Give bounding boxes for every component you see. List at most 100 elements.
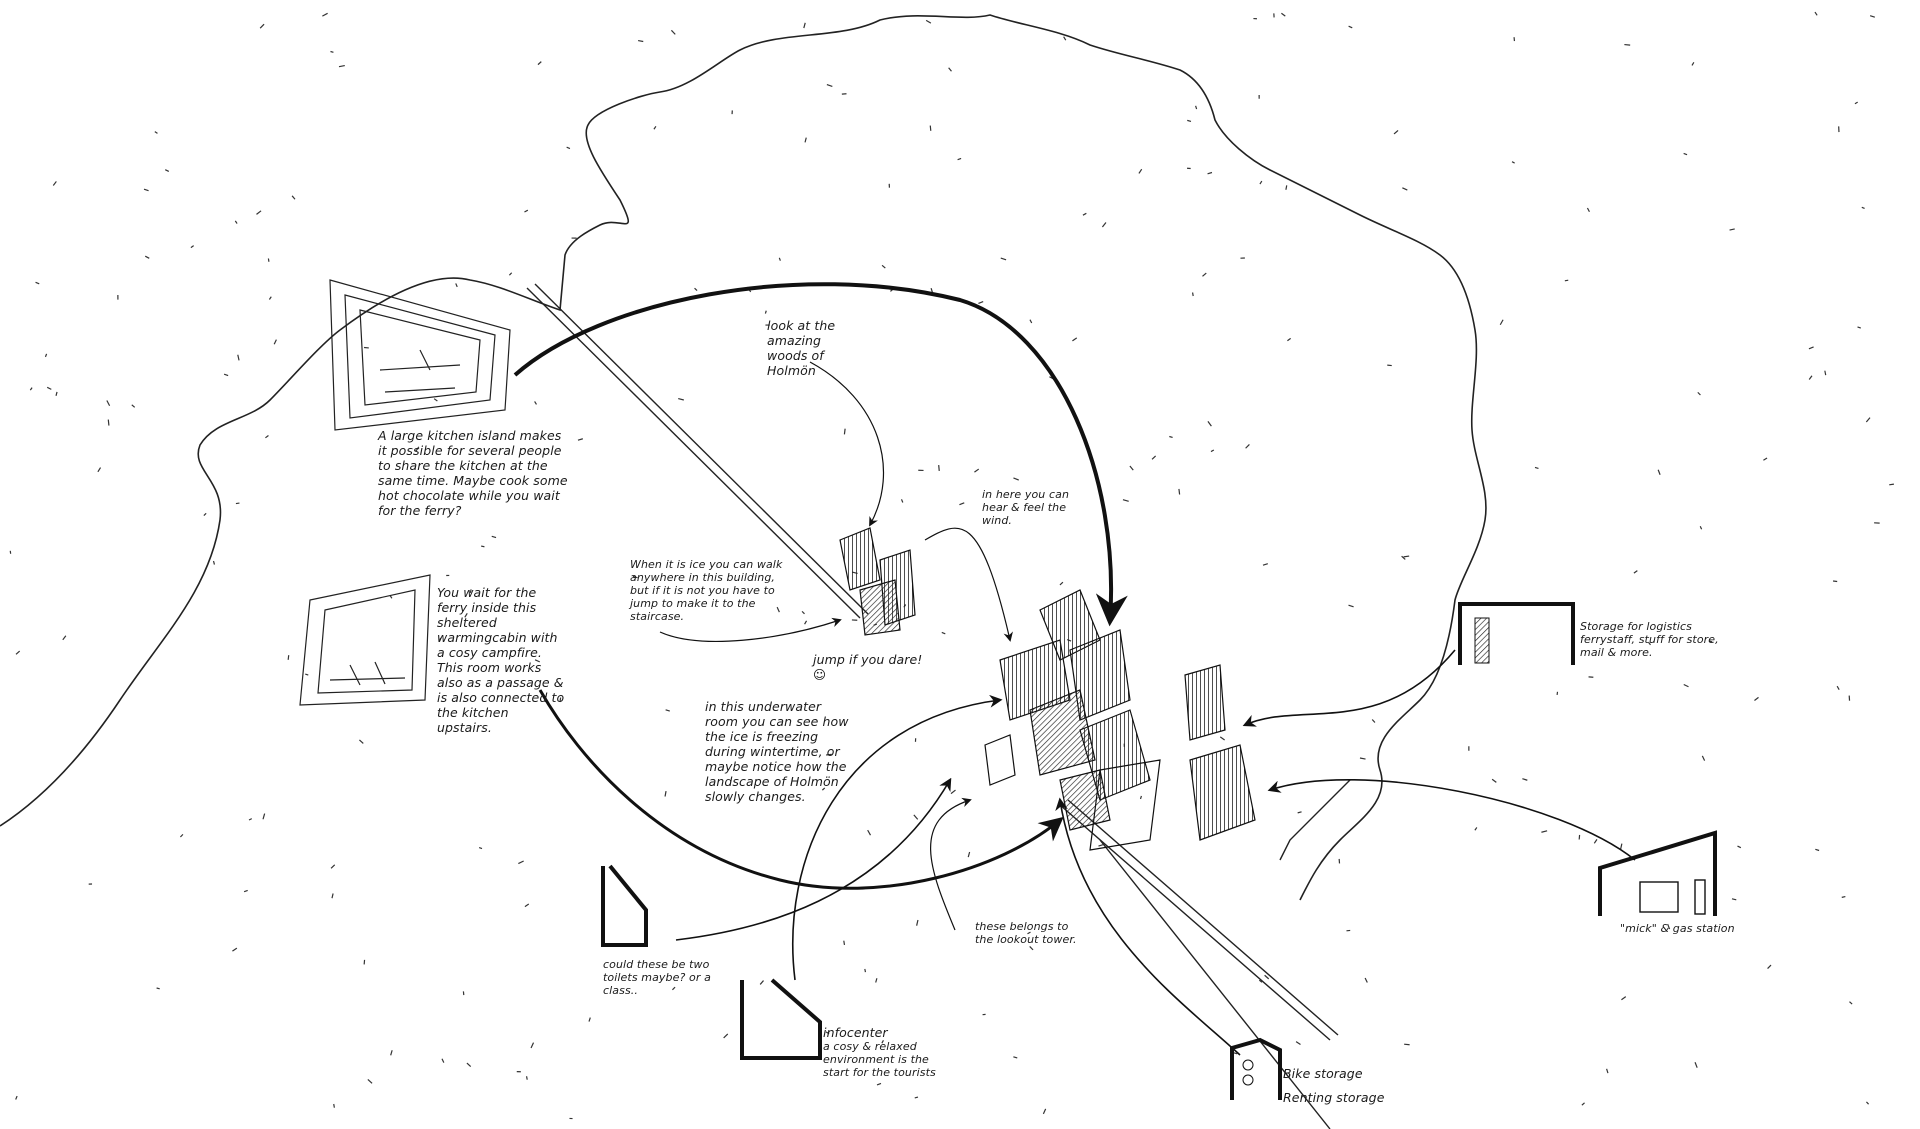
speckle bbox=[44, 353, 48, 358]
speckle bbox=[530, 1042, 535, 1049]
speckle bbox=[1861, 206, 1865, 209]
island-inner-edge bbox=[1279, 779, 1351, 861]
speckle bbox=[234, 220, 238, 224]
speckle bbox=[1187, 119, 1192, 123]
speckle bbox=[653, 125, 657, 130]
speckle bbox=[131, 404, 136, 408]
speckle bbox=[144, 255, 150, 259]
speckle bbox=[876, 1082, 882, 1086]
renting-storage-label: Renting storage bbox=[1283, 1090, 1385, 1105]
speckle bbox=[464, 613, 468, 618]
speckle bbox=[330, 50, 334, 53]
speckle bbox=[778, 257, 781, 261]
bike-storage-label: Bike storage bbox=[1283, 1066, 1363, 1081]
speckle bbox=[1072, 337, 1078, 342]
speckle bbox=[243, 889, 248, 893]
speckle bbox=[1264, 974, 1270, 980]
speckle bbox=[1013, 477, 1019, 481]
speckle bbox=[1849, 1001, 1853, 1005]
speckle bbox=[331, 893, 334, 899]
speckle bbox=[559, 697, 562, 703]
speckle bbox=[1210, 449, 1215, 453]
speckle bbox=[338, 64, 345, 68]
speckle bbox=[15, 650, 21, 655]
underwater-note: in this underwater room you can see how … bbox=[705, 699, 849, 804]
speckle bbox=[1808, 346, 1814, 350]
speckle bbox=[843, 940, 846, 946]
kitchen-note: A large kitchen island makes it possible… bbox=[378, 428, 568, 518]
jump-note: jump if you dare! ☺ bbox=[813, 652, 923, 682]
speckle bbox=[1401, 555, 1406, 560]
speckle bbox=[678, 397, 684, 401]
speckle bbox=[1129, 465, 1134, 471]
speckle bbox=[1122, 499, 1129, 502]
speckle bbox=[1027, 931, 1031, 935]
speckle bbox=[914, 1096, 919, 1099]
speckle bbox=[1865, 417, 1871, 423]
speckle bbox=[265, 435, 269, 439]
speckle bbox=[1259, 180, 1263, 185]
speckle bbox=[106, 400, 111, 407]
speckle bbox=[1683, 683, 1689, 688]
speckle bbox=[764, 310, 767, 314]
speckle bbox=[1207, 171, 1213, 175]
speckle bbox=[1491, 778, 1497, 783]
gas-station-note: "mick" & gas station bbox=[1620, 922, 1735, 935]
speckle bbox=[1474, 827, 1478, 831]
speckle bbox=[1207, 421, 1212, 427]
speckle bbox=[638, 39, 644, 43]
ice-note: When it is ice you can walk anywhere in … bbox=[630, 558, 783, 623]
speckle bbox=[671, 986, 676, 991]
speckle bbox=[35, 281, 40, 285]
island-outline bbox=[0, 14, 1487, 901]
speckle bbox=[262, 813, 266, 820]
speckle bbox=[46, 386, 52, 390]
speckle bbox=[1731, 898, 1737, 901]
speckle bbox=[441, 1058, 445, 1063]
speckle bbox=[1059, 581, 1064, 586]
speckle bbox=[938, 465, 940, 471]
speckle bbox=[1606, 1068, 1609, 1074]
speckle bbox=[179, 833, 184, 838]
speckle bbox=[291, 195, 296, 200]
speckle bbox=[1098, 843, 1104, 847]
gas-station-section bbox=[1598, 830, 1717, 916]
speckle bbox=[524, 903, 530, 908]
speckle bbox=[1869, 15, 1875, 18]
speckle bbox=[273, 339, 277, 345]
speckle bbox=[52, 181, 57, 186]
speckle bbox=[566, 146, 571, 150]
speckle bbox=[881, 264, 886, 269]
speckle bbox=[524, 209, 529, 213]
speckle bbox=[1191, 292, 1194, 297]
storage-note: Storage for logistics ferrystaff, stuff … bbox=[1580, 620, 1719, 659]
speckle bbox=[1042, 1108, 1047, 1115]
speckle bbox=[248, 818, 253, 821]
pier bbox=[526, 283, 1339, 1129]
infocenter-title: infocenter bbox=[823, 1025, 888, 1040]
speckle bbox=[957, 157, 962, 161]
woods-note: look at the amazing woods of Holmön bbox=[767, 318, 836, 378]
speckle bbox=[223, 373, 229, 377]
speckle bbox=[1633, 570, 1638, 574]
speckle bbox=[1063, 36, 1067, 41]
speckle bbox=[723, 1033, 729, 1039]
speckle bbox=[925, 19, 932, 24]
speckle bbox=[1348, 25, 1353, 29]
bike-storage-section bbox=[1230, 1037, 1282, 1100]
speckle bbox=[287, 655, 290, 660]
speckle bbox=[537, 61, 542, 66]
speckle bbox=[330, 864, 336, 869]
speckle bbox=[1013, 1056, 1018, 1059]
speckle bbox=[478, 846, 483, 850]
speckle bbox=[1178, 488, 1181, 495]
speckle bbox=[1624, 43, 1631, 46]
speckle bbox=[480, 545, 485, 548]
speckle bbox=[1262, 563, 1268, 566]
speckle bbox=[875, 978, 878, 983]
speckle bbox=[267, 258, 270, 262]
speckle bbox=[466, 1062, 472, 1068]
speckle bbox=[203, 512, 207, 516]
speckle bbox=[1402, 187, 1408, 191]
speckle bbox=[1371, 719, 1376, 723]
